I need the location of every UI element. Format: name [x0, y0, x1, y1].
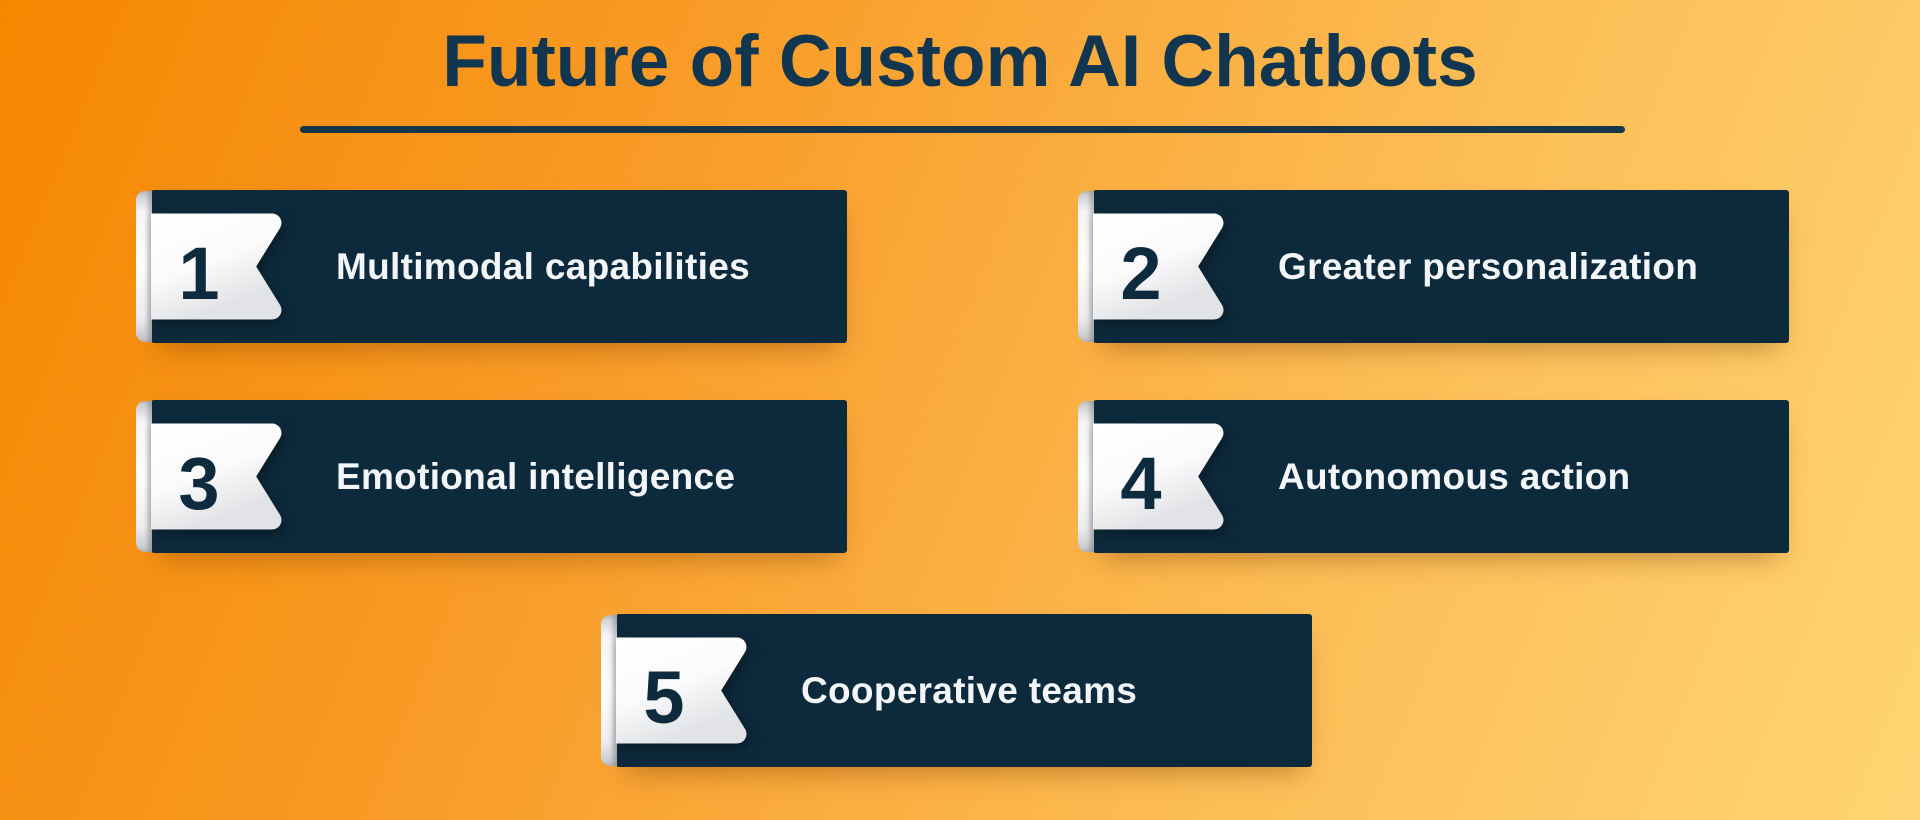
item-number: 1: [178, 232, 220, 315]
item-card-5: 5 Cooperative teams: [601, 614, 1312, 767]
ribbon-flag-icon: [1093, 423, 1224, 530]
page-curl-decoration: [1078, 191, 1094, 342]
title-underline: [300, 126, 1625, 133]
item-card-4: 4 Autonomous action: [1078, 400, 1789, 553]
item-label: Autonomous action: [1278, 455, 1631, 497]
item-label: Cooperative teams: [801, 669, 1138, 711]
item-number: 5: [643, 656, 685, 739]
item-number: 4: [1120, 442, 1162, 525]
page-curl-decoration: [136, 191, 152, 342]
page-title: Future of Custom AI Chatbots: [442, 21, 1478, 102]
item-number: 3: [178, 442, 220, 525]
item-card-1: 1 Multimodal capabilities: [136, 190, 847, 343]
item-label: Emotional intelligence: [336, 455, 736, 497]
page-curl-decoration: [136, 401, 152, 552]
item-label: Multimodal capabilities: [336, 245, 750, 287]
item-card-3: 3 Emotional intelligence: [136, 400, 847, 553]
ribbon-flag-icon: [616, 637, 747, 744]
ribbon-flag-icon: [1093, 213, 1224, 320]
page-curl-decoration: [1078, 401, 1094, 552]
item-label: Greater personalization: [1278, 245, 1699, 287]
ribbon-flag-icon: [151, 423, 282, 530]
item-number: 2: [1120, 232, 1162, 315]
item-card-2: 2 Greater personalization: [1078, 190, 1789, 343]
ribbon-flag-icon: [151, 213, 282, 320]
page-curl-decoration: [601, 615, 617, 766]
